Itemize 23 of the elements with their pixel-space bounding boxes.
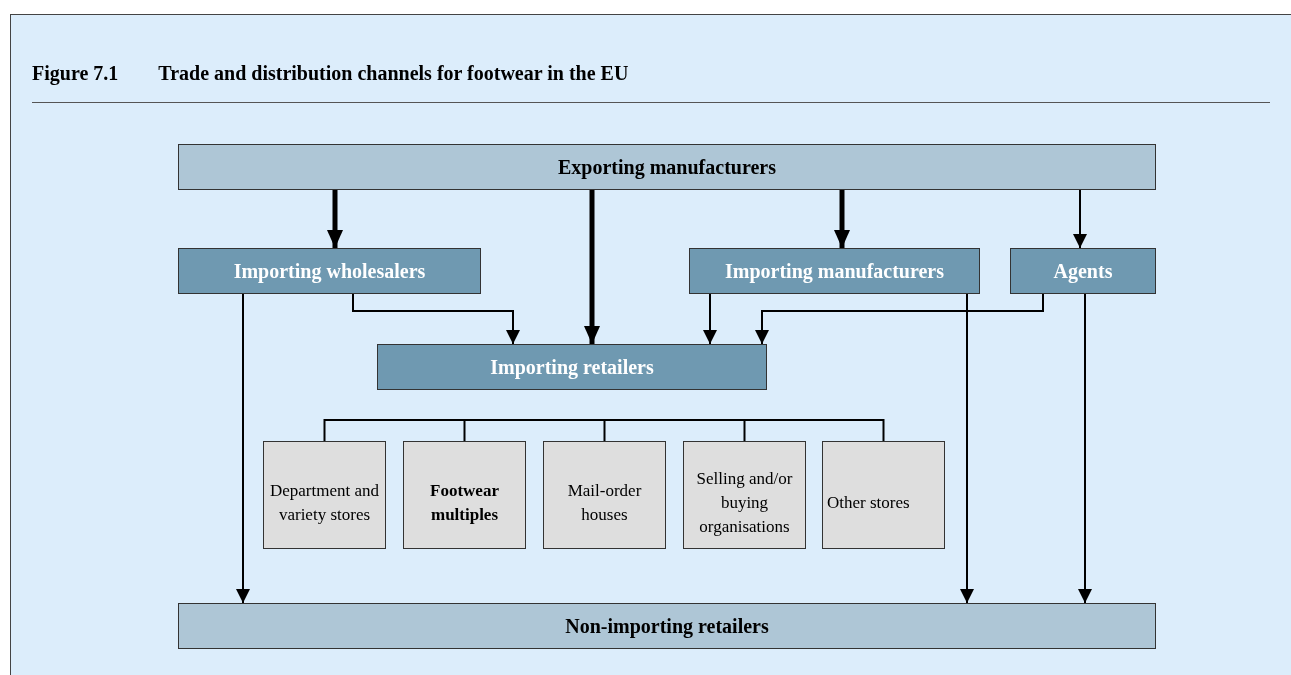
arrow	[1078, 293, 1092, 604]
channel-box: Exporting manufacturers	[178, 144, 1156, 190]
store-type-box: Mail-order houses	[543, 441, 666, 549]
channel-box: Non-importing retailers	[178, 603, 1156, 649]
channel-box: Importing manufacturers	[689, 248, 980, 294]
channel-box: Importing wholesalers	[178, 248, 481, 294]
arrow	[1073, 189, 1087, 249]
channel-box: Importing retailers	[377, 344, 767, 390]
arrow	[755, 293, 1044, 345]
arrow	[703, 293, 717, 345]
arrow	[584, 190, 600, 344]
store-type-box: Selling and/or buying organisations	[683, 441, 806, 549]
arrow	[236, 293, 250, 604]
arrow	[960, 293, 974, 604]
store-type-box: Footwear multiples	[403, 441, 526, 549]
arrow	[834, 190, 850, 248]
store-type-box: Other stores	[822, 441, 945, 549]
figure-number: Figure 7.1	[32, 61, 119, 87]
arrow	[327, 190, 343, 248]
figure-title: Trade and distribution channels for footwear in the EU	[158, 61, 629, 86]
arrow	[352, 293, 520, 345]
channel-box: Agents	[1010, 248, 1156, 294]
store-type-box: Department and variety stores	[263, 441, 386, 549]
